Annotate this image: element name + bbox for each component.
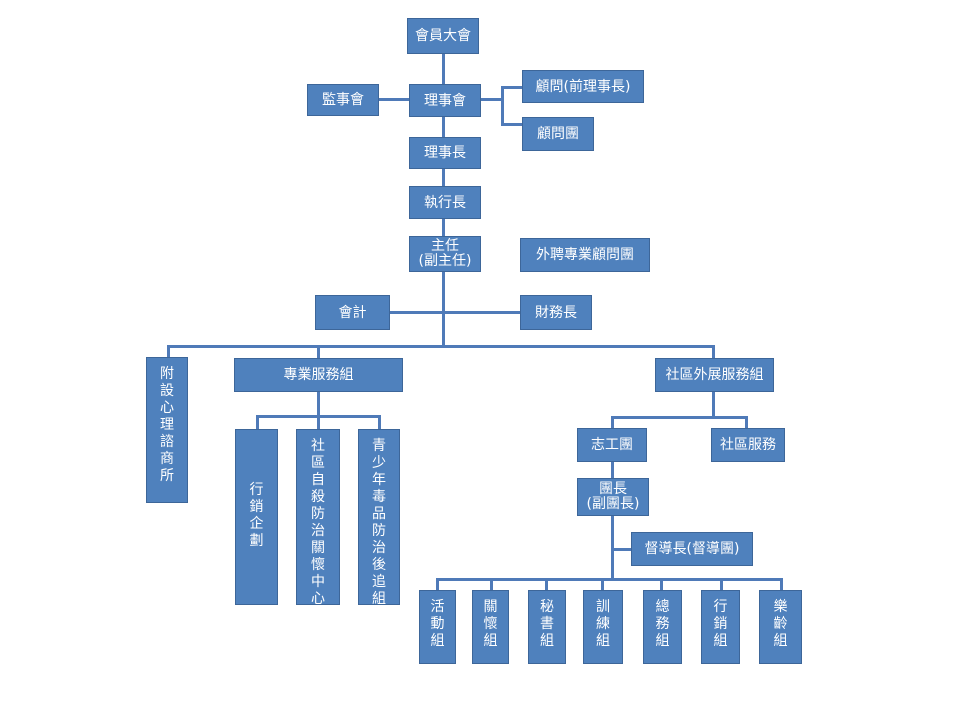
connector <box>712 392 715 418</box>
connector <box>545 578 548 590</box>
node-director: 主任 (副主任) <box>409 236 481 272</box>
node-corps-leader: 團長 (副團長) <box>577 478 649 516</box>
node-marketing-group: 行 銷 組 <box>701 590 740 664</box>
connector <box>436 578 783 581</box>
node-supervisor-leader: 督導長(督導團) <box>631 532 753 566</box>
connector <box>780 578 783 590</box>
node-community-outreach: 社區外展服務組 <box>655 358 774 392</box>
node-chairman: 理事長 <box>409 137 481 169</box>
connector <box>611 462 614 478</box>
connector <box>442 169 445 186</box>
connector <box>442 54 445 86</box>
connector <box>390 311 520 314</box>
node-accounting: 會計 <box>315 295 390 330</box>
connector <box>601 578 604 590</box>
connector <box>611 548 631 551</box>
node-senior-group: 樂 齡 組 <box>759 590 802 664</box>
connector <box>481 98 502 101</box>
connector <box>436 578 439 590</box>
node-care-group: 關 懷 組 <box>472 590 509 664</box>
node-activity-group: 活 動 組 <box>419 590 456 664</box>
node-volunteer-corps: 志工團 <box>577 428 647 462</box>
connector <box>611 416 748 419</box>
connector <box>378 415 381 429</box>
node-professional-services: 專業服務組 <box>234 358 403 392</box>
connector <box>379 98 409 101</box>
node-youth-drug-prevention: 青 少 年 毒 品 防 治 後 追 組 <box>358 429 400 607</box>
connector <box>442 219 445 236</box>
node-advisory-group: 顧問團 <box>522 117 594 151</box>
node-community-service: 社區服務 <box>711 428 785 462</box>
node-secretary-group: 秘 書 組 <box>528 590 566 664</box>
connector <box>256 415 259 429</box>
connector <box>167 345 714 348</box>
node-general-affairs-group: 總 務 組 <box>643 590 682 664</box>
connector <box>720 578 723 590</box>
node-supervisors: 監事會 <box>307 84 379 116</box>
connector <box>442 272 445 348</box>
node-general-assembly: 會員大會 <box>407 18 479 54</box>
connector <box>317 415 320 429</box>
connector <box>660 578 663 590</box>
connector <box>501 86 504 126</box>
connector <box>490 578 493 590</box>
node-board: 理事會 <box>409 84 481 117</box>
node-marketing-planning: 行 銷 企 劃 <box>235 429 278 605</box>
connector <box>745 416 748 428</box>
node-training-group: 訓 練 組 <box>583 590 623 664</box>
node-suicide-prevention-center: 社 區 自 殺 防 治 關 懷 中 心 <box>296 429 340 607</box>
connector <box>317 345 320 358</box>
node-ceo: 執行長 <box>409 186 481 219</box>
connector <box>712 345 715 358</box>
node-treasurer: 財務長 <box>520 295 592 330</box>
connector <box>167 345 170 357</box>
node-counseling-office: 附 設 心 理 諮 商 所 <box>146 357 188 503</box>
connector <box>501 86 522 89</box>
node-external-consultants: 外聘專業顧問團 <box>520 238 650 272</box>
connector <box>442 117 445 137</box>
node-advisor-former-chair: 顧問(前理事長) <box>522 70 644 103</box>
connector <box>501 123 522 126</box>
connector <box>317 392 320 417</box>
connector <box>611 416 614 428</box>
